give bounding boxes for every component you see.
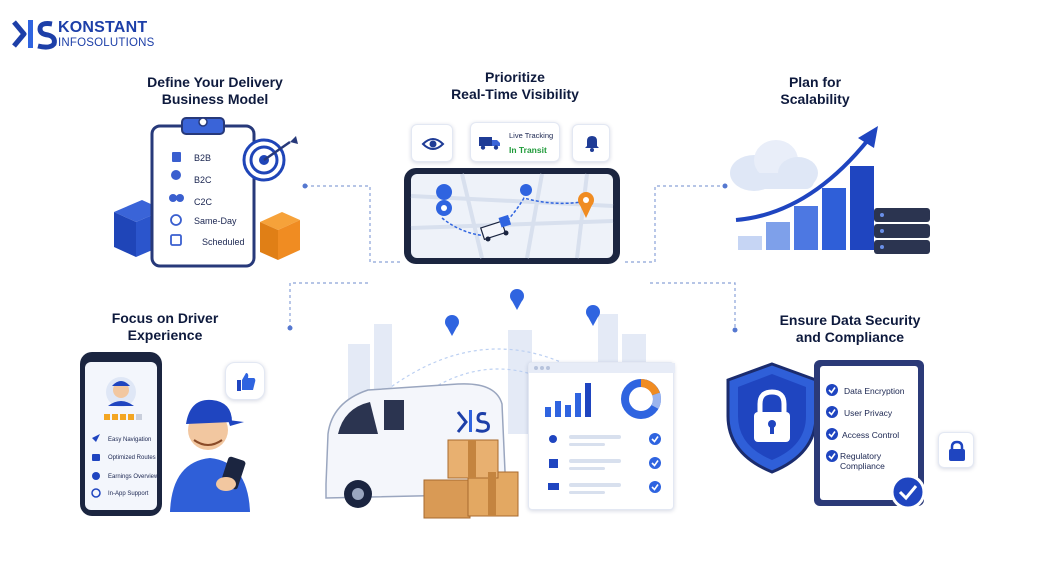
parcels-icon bbox=[423, 439, 519, 519]
truck-icon bbox=[479, 137, 500, 150]
visibility-heading: Prioritize Real-Time Visibility bbox=[451, 69, 579, 102]
bell-icon bbox=[585, 136, 599, 152]
padlock-icon bbox=[754, 389, 790, 442]
tracking-card: Live Tracking In Transit bbox=[470, 122, 560, 162]
orange-box-icon bbox=[260, 212, 300, 260]
delivery-model-item: B2B bbox=[194, 153, 212, 163]
security-shield bbox=[726, 362, 818, 474]
driver-feature-item: In-App Support bbox=[108, 491, 149, 497]
map-pin-icon bbox=[436, 184, 453, 218]
dollar-icon bbox=[92, 472, 100, 480]
thumbs-up-bubble bbox=[225, 362, 265, 400]
compliance-clipboard bbox=[814, 360, 926, 510]
growth-bars-icon bbox=[738, 166, 874, 250]
security-item: User Privacy bbox=[844, 408, 893, 418]
people-icon bbox=[169, 194, 177, 202]
check-icon bbox=[649, 433, 661, 493]
bar-chart-icon bbox=[545, 383, 591, 417]
security-item: Regulatory Compliance bbox=[840, 451, 885, 471]
driver-feature-item: Easy Navigation bbox=[108, 437, 152, 443]
cloud-icon bbox=[730, 140, 818, 191]
small-lock-card bbox=[938, 432, 974, 468]
eye-card bbox=[411, 124, 453, 162]
brand-name-line2: INFOSOLUTIONS bbox=[58, 37, 155, 49]
clock-icon bbox=[170, 214, 182, 226]
person-icon bbox=[171, 170, 181, 180]
destination-pin-icon bbox=[578, 192, 594, 218]
box-icon bbox=[549, 459, 558, 468]
check-icon bbox=[826, 384, 838, 462]
target-icon bbox=[242, 136, 298, 182]
route-icon bbox=[92, 454, 100, 461]
headset-icon bbox=[91, 488, 101, 498]
driver-feature-item: Optimized Routes bbox=[108, 455, 156, 461]
building-icon bbox=[172, 152, 181, 162]
navigation-icon bbox=[92, 434, 100, 442]
brand-name-line1: KONSTANT bbox=[58, 19, 148, 36]
person-icon bbox=[549, 435, 557, 443]
security-heading: Ensure Data Security and Compliance bbox=[779, 312, 921, 345]
brand-logo: KONSTANT INFOSOLUTIONS bbox=[10, 16, 160, 52]
delivery-model-item: Scheduled bbox=[202, 237, 245, 247]
truck-icon bbox=[548, 483, 559, 490]
route-pins-icon bbox=[445, 289, 600, 336]
driver-heading: Focus on Driver Experience bbox=[111, 310, 219, 343]
delivery-model-illustration bbox=[114, 117, 300, 268]
scalability-heading: Plan for Scalability bbox=[780, 74, 850, 107]
rating-stars bbox=[104, 414, 142, 420]
tracking-phone bbox=[404, 168, 620, 264]
logo-mark-icon bbox=[12, 20, 57, 50]
driver-feature-item: Earnings Overview bbox=[108, 474, 159, 480]
delivery-truck-icon bbox=[479, 214, 512, 242]
thumbs-up-icon bbox=[237, 373, 256, 391]
verified-badge-icon bbox=[890, 474, 926, 510]
server-stack-icon bbox=[874, 208, 930, 254]
security-item: Data Encryption bbox=[844, 386, 905, 396]
tracking-title: Live Tracking bbox=[509, 131, 554, 140]
delivery-model-item: C2C bbox=[194, 197, 213, 207]
calendar-icon bbox=[170, 234, 182, 246]
donut-chart-icon bbox=[621, 379, 661, 419]
growth-arrow-icon bbox=[735, 138, 870, 222]
delivery-model-item: Same-Day bbox=[194, 216, 237, 226]
scalability-illustration bbox=[730, 126, 930, 254]
dashboard-card bbox=[528, 362, 675, 510]
lock-icon bbox=[949, 440, 965, 461]
tracking-status: In Transit bbox=[509, 145, 547, 155]
driver-avatar-icon bbox=[106, 377, 136, 407]
driver-figure bbox=[170, 399, 250, 512]
delivery-model-item: B2C bbox=[194, 175, 212, 185]
eye-icon bbox=[421, 138, 445, 150]
bell-card bbox=[572, 124, 610, 162]
security-item: Access Control bbox=[842, 430, 900, 440]
driver-phone bbox=[80, 352, 162, 516]
dashboard-content bbox=[529, 363, 675, 494]
delivery-model-heading: Define Your Delivery Business Model bbox=[147, 74, 283, 107]
